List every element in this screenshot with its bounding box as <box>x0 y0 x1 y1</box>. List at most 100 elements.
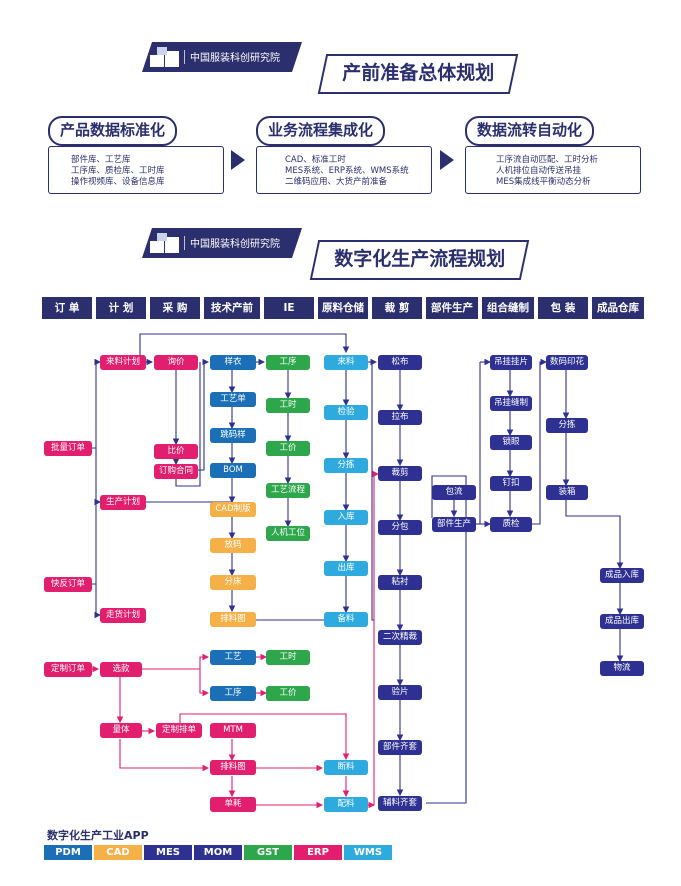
logo-divider <box>184 50 185 64</box>
arrow-right-icon <box>440 150 454 170</box>
node-material-prep[interactable]: 备料 <box>324 612 368 627</box>
node-bom[interactable]: BOM <box>210 463 256 478</box>
pillar-line: 工序流自动匹配、工时分析 <box>496 155 599 165</box>
header-order: 订 单 <box>42 297 92 319</box>
boxes-icon <box>150 233 179 253</box>
node-order-contract[interactable]: 订购合同 <box>154 464 198 479</box>
node-custom-material[interactable]: 配料 <box>324 797 368 812</box>
node-compare[interactable]: 比价 <box>154 444 198 459</box>
node-spreading[interactable]: 拉布 <box>378 410 422 425</box>
header-plan: 计 划 <box>96 297 146 319</box>
boxes-icon <box>150 47 179 67</box>
header-parts: 部件生产 <box>426 297 478 319</box>
node-custom-marker[interactable]: 排料图 <box>210 760 256 775</box>
node-grading[interactable]: 放码 <box>210 538 256 553</box>
node-style-select[interactable]: 选款 <box>100 662 142 677</box>
node-button-attach[interactable]: 钉扣 <box>490 476 532 491</box>
tag-mom: MOM <box>194 845 242 860</box>
node-incoming[interactable]: 来料 <box>324 355 368 370</box>
node-bundling[interactable]: 分包 <box>378 520 422 535</box>
header-fg: 成品仓库 <box>592 297 644 319</box>
node-craft-sheet[interactable]: 工艺单 <box>210 392 256 407</box>
header-tech: 技术产前 <box>204 297 260 319</box>
node-split-bed[interactable]: 分床 <box>210 575 256 590</box>
header-packing: 包 装 <box>538 297 588 319</box>
node-parts-production[interactable]: 部件生产 <box>432 517 476 532</box>
node-fg-inbound[interactable]: 成品入库 <box>600 568 644 583</box>
node-unit-consumption[interactable]: 单耗 <box>210 797 256 812</box>
tag-wms: WMS <box>344 845 392 860</box>
node-custom-time[interactable]: 工时 <box>266 650 310 665</box>
tag-pdm: PDM <box>44 845 92 860</box>
node-custom-process[interactable]: 工序 <box>210 686 256 701</box>
node-sorting[interactable]: 分拣 <box>324 458 368 473</box>
node-inspection[interactable]: 检验 <box>324 405 368 420</box>
node-measure[interactable]: 量体 <box>100 723 142 738</box>
node-batch-order[interactable]: 批量订单 <box>44 441 92 456</box>
node-mtm[interactable]: MTM <box>210 723 256 738</box>
pillar-heading: 数据流转自动化 <box>465 116 595 146</box>
node-custom-price[interactable]: 工价 <box>266 686 310 701</box>
node-marker[interactable]: 排料图 <box>210 612 256 627</box>
pillar-body: 部件库、工艺库 工序库、质检库、工时库 操作视频库、设备信息库 <box>48 146 224 194</box>
node-custom-order[interactable]: 定制订单 <box>44 662 92 677</box>
node-inquiry[interactable]: 询价 <box>154 355 198 370</box>
node-logistics[interactable]: 物流 <box>600 661 644 676</box>
node-pack-sorting[interactable]: 分拣 <box>546 418 588 433</box>
node-fusing[interactable]: 粘衬 <box>378 575 422 590</box>
node-ie-time[interactable]: 工时 <box>266 398 310 413</box>
node-quick-order[interactable]: 快反订单 <box>44 577 92 592</box>
node-hang-sew[interactable]: 吊挂缝制 <box>490 396 532 411</box>
node-sample[interactable]: 样衣 <box>210 355 256 370</box>
pillar-heading: 业务流程集成化 <box>256 116 386 146</box>
node-cutting[interactable]: 裁剪 <box>378 466 422 481</box>
header-purchase: 采 购 <box>150 297 200 319</box>
pillar-body: CAD、标准工时 MES系统、ERP系统、WMS系统 二维码应用、大货产前准备 <box>256 146 432 194</box>
node-ie-station[interactable]: 人机工位 <box>266 526 310 541</box>
node-shipping-plan[interactable]: 走货计划 <box>100 608 146 623</box>
banner-digital-flow: 中国服装科创研究院 数字化生产流程规划 <box>142 228 572 280</box>
header-sewing: 组合缝制 <box>482 297 534 319</box>
node-material-plan[interactable]: 来料计划 <box>100 355 146 370</box>
node-production-plan[interactable]: 生产计划 <box>100 495 146 510</box>
pillar-heading: 产品数据标准化 <box>48 116 178 146</box>
header-ie: IE <box>264 297 314 319</box>
node-custom-cut[interactable]: 断料 <box>324 760 368 775</box>
pillar-body: 工序流自动匹配、工时分析 人机排位自动传送吊挂 MES集成线平衡动态分析 <box>465 146 641 194</box>
node-aux-kit[interactable]: 辅料齐套 <box>378 796 422 811</box>
tag-erp: ERP <box>294 845 342 860</box>
node-digital-print[interactable]: 数码印花 <box>546 355 588 370</box>
legend-title: 数字化生产工业APP <box>47 829 149 842</box>
node-hang-piece[interactable]: 吊挂挂片 <box>490 355 532 370</box>
node-piece-check[interactable]: 验片 <box>378 685 422 700</box>
banner-preparation: 中国服装科创研究院 产前准备总体规划 <box>142 42 562 94</box>
node-ie-price[interactable]: 工价 <box>266 441 310 456</box>
node-ie-flow[interactable]: 工艺流程 <box>266 483 310 498</box>
node-custom-craft[interactable]: 工艺 <box>210 650 256 665</box>
node-recut[interactable]: 二次精裁 <box>378 630 422 645</box>
pillar-line: 人机排位自动传送吊挂 <box>496 166 582 176</box>
tag-cad: CAD <box>94 845 142 860</box>
institute-logo: 中国服装科创研究院 <box>142 42 302 72</box>
node-inbound[interactable]: 入库 <box>324 510 368 525</box>
node-buttonhole[interactable]: 锁眼 <box>490 435 532 450</box>
node-loosen[interactable]: 松布 <box>378 355 422 370</box>
node-cad-pattern[interactable]: CAD制版 <box>210 502 256 517</box>
node-fg-outbound[interactable]: 成品出库 <box>600 614 644 629</box>
node-quality-check[interactable]: 质检 <box>490 517 532 532</box>
node-wrap-flow[interactable]: 包流 <box>432 485 476 500</box>
pillar-line: MES系统、ERP系统、WMS系统 <box>285 166 409 176</box>
org-name: 中国服装科创研究院 <box>190 239 280 250</box>
node-ie-process[interactable]: 工序 <box>266 355 310 370</box>
node-size-sample[interactable]: 跳码样 <box>210 428 256 443</box>
header-cutting: 裁 剪 <box>372 297 422 319</box>
pillar-line: 工序库、质检库、工时库 <box>71 166 165 176</box>
node-boxing[interactable]: 装箱 <box>546 485 588 500</box>
tag-gst: GST <box>244 845 292 860</box>
org-name: 中国服装科创研究院 <box>190 53 280 64</box>
node-outbound[interactable]: 出库 <box>324 561 368 576</box>
node-custom-schedule[interactable]: 定制排单 <box>156 723 202 738</box>
pillar-line: CAD、标准工时 <box>285 155 346 165</box>
node-parts-kit[interactable]: 部件齐套 <box>378 740 422 755</box>
arrow-right-icon <box>231 150 245 170</box>
